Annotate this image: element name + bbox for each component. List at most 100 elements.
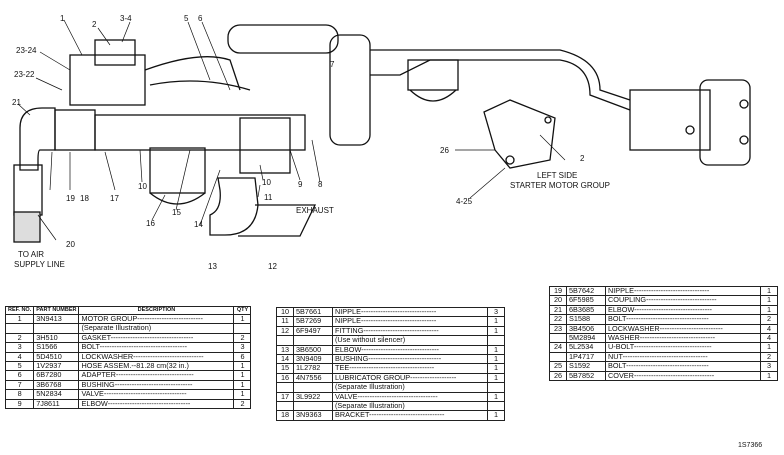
callout-6: 6 — [198, 14, 203, 23]
table-row: (Separate Illustration) — [4, 323, 252, 334]
cell-no: 9 — [4, 398, 35, 410]
callout-15: 15 — [172, 208, 181, 217]
exhaust-elbow-13 — [209, 177, 259, 236]
valve-body-17 — [54, 109, 96, 151]
callout-7: 7 — [330, 60, 335, 69]
callout-16: 16 — [146, 219, 155, 228]
cell-part: 4N7556 — [293, 372, 333, 384]
callout-26: 26 — [440, 146, 449, 155]
cell-qty: 3 — [233, 342, 252, 353]
cell-part: 5N2834 — [33, 389, 80, 400]
cell-desc: COVER--------------------------------- — [605, 370, 761, 382]
callout-2: 2 — [92, 20, 97, 29]
cell-desc: (Separate Illustration) — [332, 382, 488, 393]
pipe-line — [370, 49, 631, 101]
cell-qty — [233, 323, 252, 334]
callout-5: 5 — [184, 14, 189, 23]
cell-no: 1 — [4, 313, 35, 325]
cell-qty: 2 — [233, 398, 252, 410]
cell-no: 8 — [4, 389, 35, 400]
cell-no: 15 — [276, 363, 294, 374]
cell-qty — [487, 382, 505, 393]
cell-desc: (Use without silencer) — [332, 335, 488, 346]
cell-no: 12 — [276, 325, 294, 337]
cell-part — [293, 335, 333, 346]
cell-no: 3 — [4, 342, 35, 353]
cell-qty: 1 — [760, 295, 778, 306]
table-row: (Use without silencer) — [276, 335, 505, 346]
filter-element — [13, 211, 41, 243]
table-row: (Separate Illustration) — [276, 382, 505, 393]
cell-no: 11 — [276, 316, 294, 327]
cell-qty: 1 — [233, 370, 252, 381]
callout-23-22: 23-22 — [14, 70, 35, 79]
cell-part: 3L9922 — [293, 391, 333, 403]
cell-desc: NIPPLE------------------------------- — [332, 316, 488, 327]
supply-line-label: SUPPLY LINE — [14, 260, 65, 269]
cell-desc: BOLT---------------------------------- — [605, 314, 761, 325]
callout-14: 14 — [194, 220, 203, 229]
elbow-21 — [19, 107, 56, 171]
fitting-12 — [238, 204, 317, 237]
cell-no: 23 — [549, 323, 567, 335]
cell-no: 20 — [549, 295, 567, 306]
starter-group-label: STARTER MOTOR GROUP — [510, 181, 611, 190]
cell-no: 26 — [549, 370, 567, 382]
callout-21: 21 — [12, 98, 21, 107]
callout-19: 19 — [66, 194, 75, 203]
cell-qty: 1 — [487, 410, 505, 421]
cell-qty: 1 — [487, 325, 505, 337]
cell-no: 16 — [276, 372, 294, 384]
lubricator-16 — [149, 147, 206, 194]
cell-part — [293, 382, 333, 393]
cell-qty: 1 — [760, 370, 778, 382]
cell-qty: 1 — [760, 342, 778, 353]
cell-desc: BOLT------------------------------------ — [78, 342, 235, 353]
cell-no: 25 — [549, 361, 567, 372]
cell-part: 6F5985 — [566, 295, 606, 306]
callout-18: 18 — [80, 194, 89, 203]
cell-qty: 1 — [487, 391, 505, 403]
cell-desc: BRACKET------------------------------- — [332, 410, 488, 421]
cell-part: 6F9497 — [293, 325, 333, 337]
cell-no — [4, 323, 35, 334]
cell-no: 22 — [549, 314, 567, 325]
cell-desc: (Separate Illustration) — [78, 323, 235, 334]
callout-9: 9 — [298, 180, 303, 189]
to-air-label: TO AIR — [18, 250, 45, 259]
cell-part: 3N9363 — [293, 410, 333, 421]
cell-part: 3N9413 — [33, 313, 80, 325]
cell-qty: 1 — [487, 372, 505, 384]
cell-desc: ELBOW---------------------------------- — [78, 398, 235, 410]
cell-no: 18 — [276, 410, 294, 421]
cell-qty: 2 — [760, 314, 778, 325]
callout-17: 17 — [110, 194, 119, 203]
cell-no — [276, 382, 294, 393]
cell-part: 6B7280 — [33, 370, 80, 381]
parts-diagram — [13, 19, 751, 243]
cell-qty: 1 — [487, 316, 505, 327]
cell-desc: VALVE---------------------------------- — [78, 389, 235, 400]
cell-no: 6 — [4, 370, 35, 381]
callout-2b: 2 — [580, 154, 585, 163]
cell-part: 7J8611 — [33, 398, 80, 410]
callout-12: 12 — [268, 262, 277, 271]
callout-10b: 10 — [262, 178, 271, 187]
